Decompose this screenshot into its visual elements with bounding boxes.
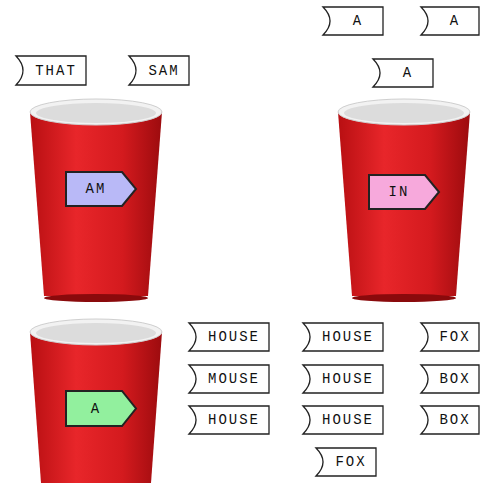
outline-path xyxy=(129,56,189,85)
cup-label-tag: IN xyxy=(368,174,440,210)
word-text: FOX xyxy=(335,455,366,469)
word-text: THAT xyxy=(35,64,77,78)
word-card: FOX xyxy=(420,322,480,352)
word-text: BOX xyxy=(439,372,470,386)
word-card: BOX xyxy=(420,405,480,435)
word-text: FOX xyxy=(439,330,470,344)
outline-path xyxy=(189,323,269,351)
word-card: HOUSE xyxy=(188,322,270,352)
word-card: FOX xyxy=(315,447,377,477)
word-card: HOUSE xyxy=(302,405,384,435)
word-text: BOX xyxy=(439,413,470,427)
outline-path xyxy=(369,175,439,209)
cup xyxy=(338,99,470,302)
word-text: SAM xyxy=(148,64,179,78)
outline-path xyxy=(373,59,433,87)
outline-path xyxy=(421,7,479,35)
word-card: MOUSE xyxy=(188,364,270,394)
outline-path xyxy=(303,406,383,434)
outline-path xyxy=(303,323,383,351)
outline-path xyxy=(189,406,269,434)
word-card: A xyxy=(372,58,434,88)
word-card: A xyxy=(322,6,384,36)
word-text: HOUSE xyxy=(322,330,374,344)
word-text: IN xyxy=(389,185,410,199)
cup-label-tag: AM xyxy=(65,171,137,207)
outline-path xyxy=(16,56,86,85)
word-card: BOX xyxy=(420,364,480,394)
word-card: HOUSE xyxy=(302,364,384,394)
outline-path xyxy=(189,365,269,393)
word-card: SAM xyxy=(128,55,190,86)
cup xyxy=(30,99,162,302)
outline-path xyxy=(323,7,383,35)
outline-path xyxy=(421,406,479,434)
word-card: A xyxy=(420,6,480,36)
word-text: HOUSE xyxy=(322,372,374,386)
outline-path xyxy=(303,365,383,393)
outline-path xyxy=(421,365,479,393)
word-text: HOUSE xyxy=(322,413,374,427)
word-text: A xyxy=(450,14,460,28)
word-text: MOUSE xyxy=(208,372,260,386)
outline-path xyxy=(66,172,136,206)
outline-path xyxy=(316,448,376,476)
outline-path xyxy=(421,323,479,351)
outline-path xyxy=(66,391,136,426)
word-card: HOUSE xyxy=(302,322,384,352)
cup xyxy=(30,319,162,483)
word-text: A xyxy=(91,402,101,416)
word-text: AM xyxy=(86,182,107,196)
word-text: A xyxy=(353,14,363,28)
word-card: HOUSE xyxy=(188,405,270,435)
cup-label-tag: A xyxy=(65,390,137,427)
word-card: THAT xyxy=(15,55,87,86)
word-text: A xyxy=(403,66,413,80)
word-text: HOUSE xyxy=(208,330,260,344)
word-text: HOUSE xyxy=(208,413,260,427)
